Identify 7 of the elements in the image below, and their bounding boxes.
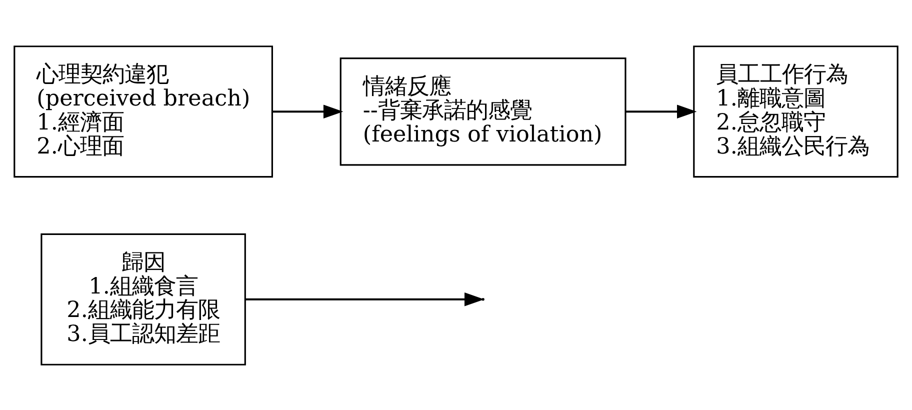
arrow	[626, 104, 697, 118]
node-box: 情緒反應 --背棄承諾的感覺 (feelings of violation)	[340, 57, 626, 166]
arrow	[245, 292, 484, 306]
node-box: 心理契約違犯 (perceived breach) 1.經濟面 2.心理面	[14, 45, 273, 178]
node-box: 歸因 1.組織食言 2.組織能力有限 3.員工認知差距	[40, 232, 246, 365]
arrow	[272, 104, 344, 118]
node-box: 員工工作行為 1.離職意圖 2.怠忽職守 3.組織公民行為	[693, 45, 898, 178]
